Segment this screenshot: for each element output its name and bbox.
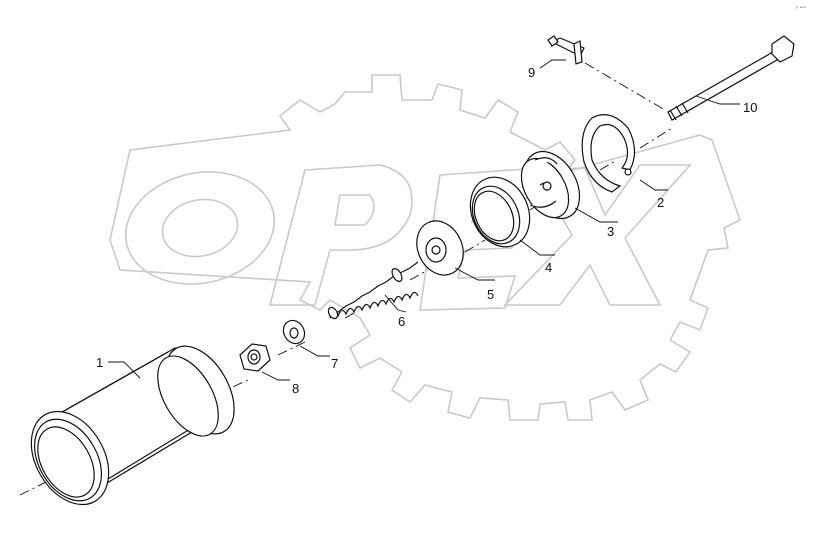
part-8-hex-nut xyxy=(239,343,271,372)
callout-6: 6 xyxy=(398,314,405,329)
callout-7: 7 xyxy=(331,356,338,371)
leader-3 xyxy=(574,207,618,223)
leader-1 xyxy=(108,361,141,379)
part-9-pin xyxy=(547,35,585,65)
callout-10: 10 xyxy=(743,100,757,115)
leader-7 xyxy=(299,345,330,357)
callout-4: 4 xyxy=(545,260,552,275)
callout-9: 9 xyxy=(528,65,535,80)
corner-mark: ᵖ ʷᵒᵒ xyxy=(796,6,806,12)
watermark-gear-outline xyxy=(109,74,741,421)
part-4-ring xyxy=(469,176,531,248)
callout-numbers: 1 2 3 4 5 6 7 8 9 10 xyxy=(96,65,757,396)
part-10-bolt xyxy=(667,35,795,121)
callout-1: 1 xyxy=(96,355,103,370)
part-7-spacer xyxy=(282,319,306,345)
callout-3: 3 xyxy=(607,224,614,239)
watermark-lettering xyxy=(124,164,692,311)
callout-5: 5 xyxy=(487,287,494,302)
leader-8 xyxy=(261,371,290,381)
opex-watermark xyxy=(109,74,741,421)
leader-6 xyxy=(384,294,407,313)
callout-8: 8 xyxy=(292,381,299,396)
leader-4 xyxy=(519,239,555,256)
part-5-disc xyxy=(416,220,464,276)
leader-lines xyxy=(108,59,740,381)
part-6-spring xyxy=(327,261,419,320)
leader-2 xyxy=(639,179,668,191)
callout-2: 2 xyxy=(657,195,664,210)
part-2-circlip xyxy=(581,114,636,193)
leader-9 xyxy=(539,59,566,69)
part-1-sleeve xyxy=(30,345,235,506)
part-3-slotted-plate xyxy=(520,150,581,220)
leader-10 xyxy=(695,95,740,105)
leader-5 xyxy=(454,267,495,281)
